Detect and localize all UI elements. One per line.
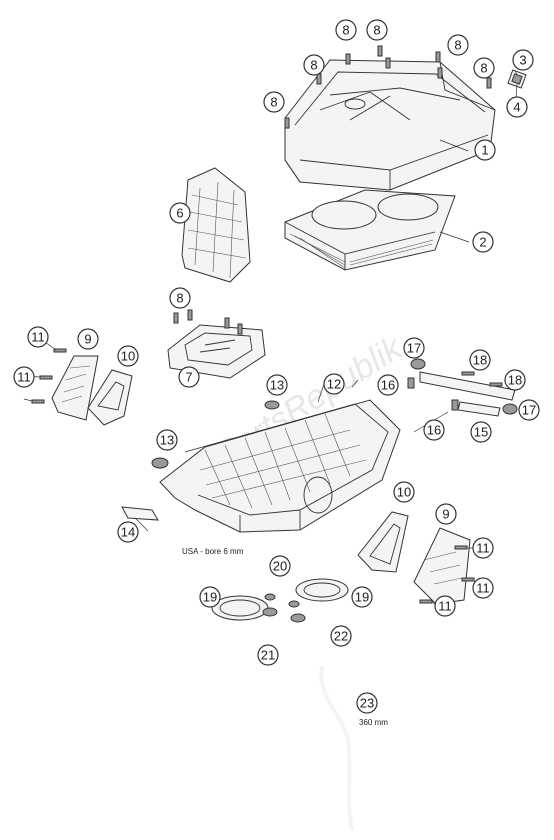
callout-7: 7	[178, 366, 200, 388]
callout-13a: 13	[266, 374, 288, 396]
callout-10b: 10	[393, 481, 415, 503]
callout-15: 15	[470, 421, 492, 443]
callout-11d: 11	[472, 577, 494, 599]
callout-8d: 8	[447, 34, 469, 56]
hose-23	[319, 665, 354, 831]
callout-21: 21	[257, 644, 279, 666]
callout-12: 12	[323, 373, 345, 395]
svg-text:3: 3	[519, 53, 526, 68]
callout-11b: 11	[13, 366, 35, 388]
svg-text:11: 11	[476, 541, 490, 556]
airbox-cover-small	[167, 324, 266, 379]
callout-8c: 8	[303, 54, 325, 76]
svg-text:15: 15	[474, 425, 488, 440]
grommets-13	[151, 400, 280, 469]
svg-text:8: 8	[454, 38, 461, 53]
callout-19b: 19	[351, 586, 373, 608]
svg-text:19: 19	[355, 590, 369, 605]
callout-8b: 8	[366, 19, 388, 41]
svg-text:10: 10	[397, 485, 411, 500]
svg-text:23: 23	[360, 696, 374, 711]
callout-8f: 8	[263, 91, 285, 113]
callout-8g: 8	[169, 287, 191, 309]
screws-11-right	[419, 545, 475, 604]
side-cover-left	[51, 355, 133, 426]
svg-text:13: 13	[160, 433, 174, 448]
callout-23: 23	[356, 692, 378, 714]
note-usa-bore: USA - bore 6 mm	[182, 547, 244, 556]
small-cover-parts	[507, 69, 527, 89]
svg-text:12: 12	[327, 377, 341, 392]
callout-18a: 18	[469, 349, 491, 371]
svg-text:8: 8	[176, 291, 183, 306]
svg-text:1: 1	[481, 143, 488, 158]
svg-text:17: 17	[407, 341, 421, 356]
intake-boot	[181, 167, 251, 283]
callout-11e: 11	[434, 595, 456, 617]
bracket-15	[407, 371, 516, 417]
svg-text:8: 8	[310, 58, 317, 73]
callout-2: 2	[472, 231, 494, 253]
callout-13b: 13	[156, 429, 178, 451]
callout-3: 3	[512, 49, 534, 71]
clip-14	[121, 506, 159, 521]
screws-17-18	[410, 358, 518, 415]
callout-9b: 9	[435, 503, 457, 525]
callout-14: 14	[117, 521, 139, 543]
svg-text:18: 18	[508, 373, 522, 388]
svg-text:8: 8	[270, 95, 277, 110]
svg-text:10: 10	[121, 349, 135, 364]
callout-17b: 17	[518, 399, 540, 421]
svg-text:19: 19	[203, 590, 217, 605]
svg-text:22: 22	[334, 629, 348, 644]
callout-6: 6	[169, 202, 191, 224]
screws-11-left	[31, 348, 67, 404]
svg-text:9: 9	[442, 507, 449, 522]
svg-text:11: 11	[17, 370, 31, 385]
callout-8a: 8	[335, 19, 357, 41]
svg-text:6: 6	[176, 206, 183, 221]
svg-text:16: 16	[427, 423, 441, 438]
svg-text:11: 11	[438, 599, 452, 614]
callout-20: 20	[269, 555, 291, 577]
svg-text:7: 7	[185, 370, 192, 385]
callout-10a: 10	[117, 345, 139, 367]
svg-text:16: 16	[381, 378, 395, 393]
svg-text:20: 20	[273, 559, 287, 574]
callout-16a: 16	[377, 374, 399, 396]
callout-16b: 16	[423, 419, 445, 441]
side-cover-right	[357, 511, 471, 605]
airbox-housing	[159, 399, 401, 533]
svg-text:8: 8	[480, 61, 487, 76]
svg-text:11: 11	[476, 581, 490, 596]
callout-17a: 17	[403, 337, 425, 359]
callout-18b: 18	[504, 369, 526, 391]
seals-19-22	[211, 578, 349, 623]
svg-text:8: 8	[373, 23, 380, 38]
callout-11a: 11	[27, 326, 49, 348]
air-filter	[284, 189, 456, 271]
svg-text:21: 21	[261, 648, 275, 663]
note-hose-length: 360 mm	[359, 718, 388, 727]
callout-8e: 8	[473, 57, 495, 79]
callout-19a: 19	[199, 586, 221, 608]
svg-text:14: 14	[121, 525, 135, 540]
callout-11c: 11	[472, 537, 494, 559]
svg-text:8: 8	[342, 23, 349, 38]
callout-4: 4	[506, 96, 528, 118]
callout-1: 1	[474, 139, 496, 161]
svg-text:2: 2	[479, 235, 486, 250]
callout-22: 22	[330, 625, 352, 647]
svg-text:9: 9	[84, 332, 91, 347]
svg-text:11: 11	[31, 330, 45, 345]
callout-9a: 9	[77, 328, 99, 350]
svg-text:18: 18	[473, 353, 487, 368]
svg-text:17: 17	[522, 403, 536, 418]
svg-text:4: 4	[513, 100, 520, 115]
svg-text:13: 13	[270, 378, 284, 393]
